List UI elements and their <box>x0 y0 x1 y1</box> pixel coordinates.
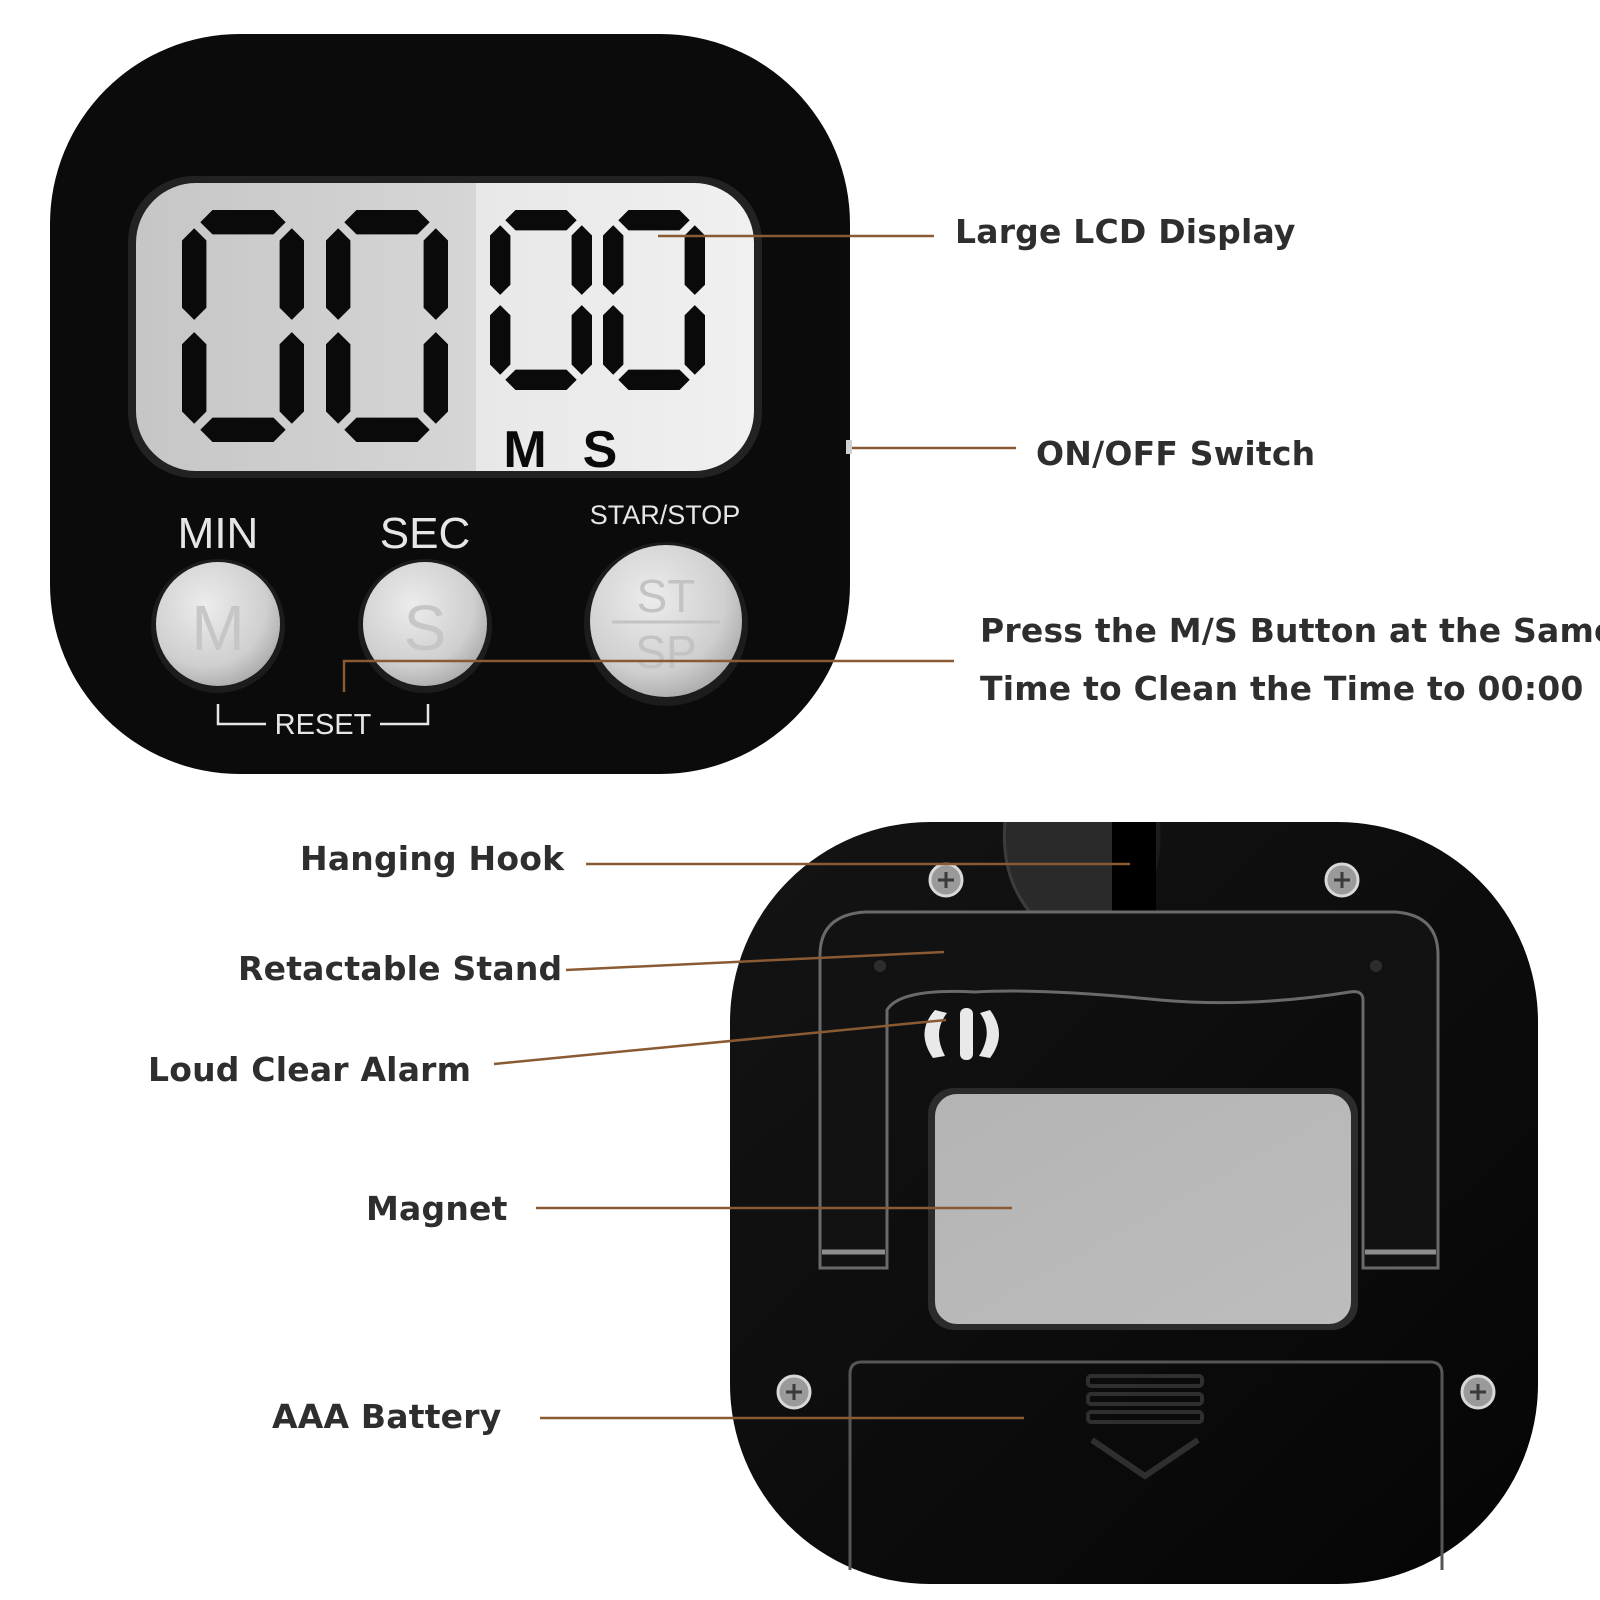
unit-minutes-label: M <box>503 421 546 479</box>
leader-alarm <box>493 1018 947 1066</box>
lcd-segment-e <box>326 332 351 424</box>
min-button-caption: MIN <box>178 509 259 558</box>
callout-reset-line-1: Press the M/S Button at the Same <box>980 611 1600 650</box>
start-stop-button[interactable]: ST SP <box>584 542 748 706</box>
screw-icon <box>928 862 964 898</box>
screw-icon <box>1324 862 1360 898</box>
screw-icon <box>1460 1374 1496 1410</box>
lcd-segment-d <box>200 417 286 442</box>
screws <box>776 862 1496 1410</box>
latch-arrow-icon <box>1086 1374 1204 1480</box>
on-off-switch[interactable] <box>846 440 852 454</box>
callout-loud-clear-alarm: Loud Clear Alarm <box>148 1050 472 1089</box>
lcd-digit-1 <box>182 210 304 442</box>
lcd-segment-b <box>423 228 448 320</box>
sec-button-caption: SEC <box>380 509 470 558</box>
start-button-face-top: ST <box>637 570 696 622</box>
lcd-segment-a <box>505 210 577 231</box>
lcd-segment-c <box>571 305 592 375</box>
callout-hanging-hook: Hanging Hook <box>300 839 565 878</box>
callout-reset-line-2: Time to Clean the Time to 00:00 <box>980 669 1584 708</box>
sec-button[interactable]: S <box>358 559 492 693</box>
hanging-hook <box>1002 821 1161 920</box>
lcd-segment-c <box>279 332 304 424</box>
lcd-segment-e <box>603 305 624 375</box>
lcd-segment-a <box>618 210 690 231</box>
lcd-digit-3 <box>490 210 592 390</box>
lcd-segment-b <box>571 225 592 295</box>
lcd-segment-d <box>344 417 430 442</box>
lcd-segment-f <box>182 228 207 320</box>
min-button[interactable]: M <box>151 559 285 693</box>
lcd-segment-b <box>684 225 705 295</box>
reset-bracket <box>216 704 430 726</box>
callout-lcd-display: Large LCD Display <box>955 212 1296 251</box>
lcd-segment-f <box>490 225 511 295</box>
callout-reset: Press the M/S Button at the Same Time to… <box>980 602 1600 718</box>
lcd-segment-e <box>182 332 207 424</box>
lcd-segment-e <box>490 305 511 375</box>
callout-magnet: Magnet <box>366 1189 508 1228</box>
start-stop-button-caption: STAR/STOP <box>590 500 741 530</box>
sec-button-face: S <box>404 592 447 664</box>
callout-retractable-stand: Retactable Stand <box>238 949 563 988</box>
battery-cover <box>848 1360 1444 1570</box>
leader-stand <box>565 950 945 972</box>
speaker-icon <box>924 1008 999 1060</box>
lcd-segment-c <box>684 305 705 375</box>
lcd-segment-b <box>279 228 304 320</box>
callout-on-off-switch: ON/OFF Switch <box>1036 434 1316 473</box>
lcd-segment-f <box>603 225 624 295</box>
screw-icon <box>776 1374 812 1410</box>
front-timer: M S MIN SEC STAR/STOP M S ST SP RESET <box>50 34 852 774</box>
lcd-segment-d <box>618 369 690 390</box>
lcd-digit-2 <box>326 210 448 442</box>
lcd-segment-f <box>326 228 351 320</box>
lcd-segment-a <box>344 210 430 235</box>
lcd-segment-c <box>423 332 448 424</box>
start-button-face-bottom: SP <box>635 626 696 678</box>
min-button-face: M <box>191 592 244 664</box>
retractable-stand <box>818 910 1440 1270</box>
lcd-segment-a <box>200 210 286 235</box>
back-timer <box>730 821 1538 1584</box>
callout-aaa-battery: AAA Battery <box>272 1397 502 1436</box>
unit-seconds-label: S <box>583 421 618 479</box>
leader-reset <box>342 659 954 692</box>
leader-lines <box>342 234 1130 1420</box>
reset-label: RESET <box>275 709 372 741</box>
lcd-segment-d <box>505 369 577 390</box>
lcd-digit-4 <box>603 210 705 390</box>
lcd-digits <box>182 210 705 442</box>
